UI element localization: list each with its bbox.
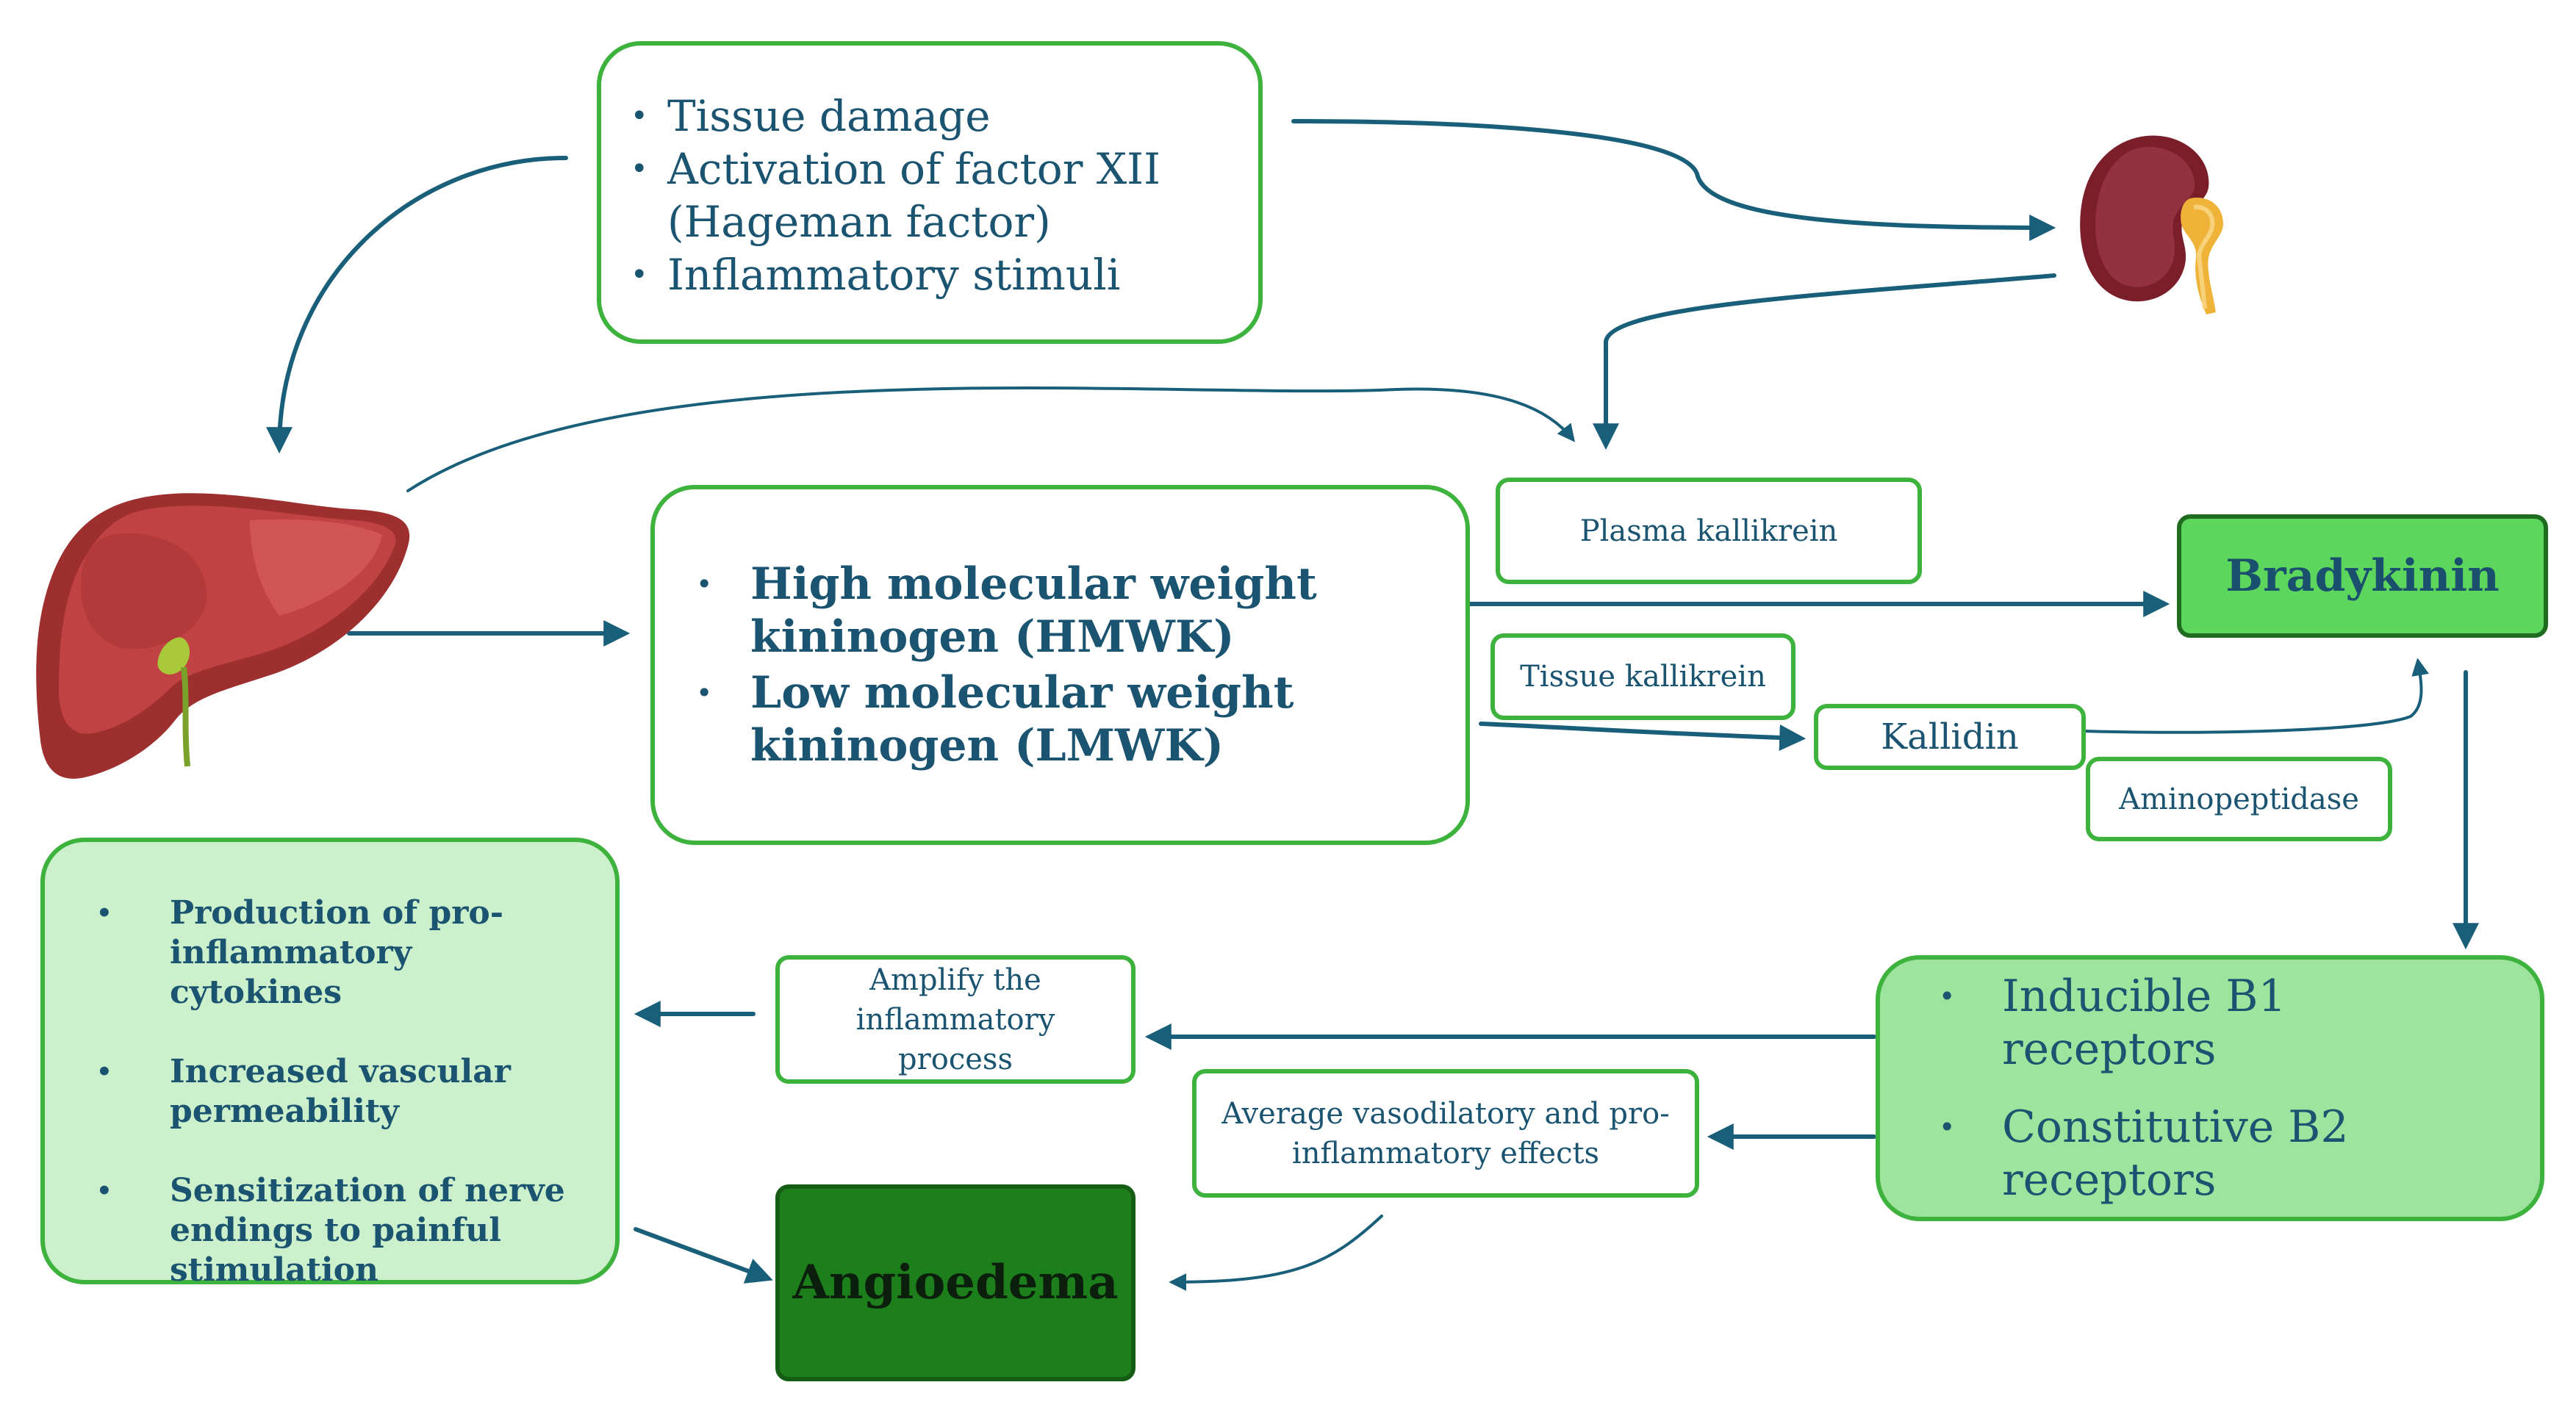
triggers-list: Tissue damage Activation of factor XII (… (631, 90, 1229, 301)
arrow-vasodilatory-to-angioedema (1169, 1215, 1383, 1291)
arrow-liver-to-plasma-kallikrein (406, 386, 1575, 492)
vasodilatory-label: Average vasodilatory and pro-inflammator… (1221, 1096, 1670, 1170)
plasma-kallikrein-box: Plasma kallikrein (1496, 478, 1922, 584)
kininogens-box: High molecular weight kininogen (HMWK) L… (650, 485, 1470, 845)
effects-list: Production of pro-inflammatory cytokines… (67, 893, 593, 1290)
kallidin-box: Kallidin (1814, 704, 2086, 770)
trigger-item: Activation of factor XII (Hageman factor… (631, 143, 1229, 248)
liver-icon (36, 493, 410, 779)
kininogen-item: High molecular weight kininogen (HMWK) (687, 558, 1436, 663)
aminopeptidase-label: Aminopeptidase (2119, 782, 2359, 816)
triggers-box: Tissue damage Activation of factor XII (… (597, 41, 1263, 344)
receptors-box: Inducible B1 receptors Constitutive B2 r… (1876, 955, 2544, 1221)
vasodilatory-box: Average vasodilatory and pro-inflammator… (1192, 1069, 1699, 1198)
tissue-kallikrein-label: Tissue kallikrein (1520, 660, 1766, 694)
effects-box: Production of pro-inflammatory cytokines… (40, 838, 620, 1289)
amplify-label: Amplify the inflammatory process (855, 963, 1055, 1076)
bradykinin-label: Bradykinin (2225, 550, 2500, 602)
kininogens-list: High molecular weight kininogen (HMWK) L… (687, 555, 1436, 775)
arrow-kidney-to-plasma-kallikrein (1593, 273, 2056, 450)
plasma-kallikrein-label: Plasma kallikrein (1579, 514, 1838, 548)
effect-item: Sensitization of nerve endings to painfu… (67, 1171, 593, 1290)
arrow-triggers-to-kidney (1291, 119, 2056, 241)
amplify-box: Amplify the inflammatory process (775, 955, 1135, 1084)
aminopeptidase-box: Aminopeptidase (2086, 757, 2392, 841)
receptors-list: Inducible B1 receptors Constitutive B2 r… (1909, 945, 2511, 1231)
arrow-effects-to-angioedema (634, 1227, 773, 1284)
angioedema-label: Angioedema (792, 1255, 1119, 1310)
trigger-item: Inflammatory stimuli (631, 248, 1229, 301)
kallidin-label: Kallidin (1881, 716, 2019, 758)
receptor-item: Constitutive B2 receptors (1909, 1101, 2511, 1206)
tissue-kallikrein-box: Tissue kallikrein (1490, 633, 1795, 720)
receptor-item: Inducible B1 receptors (1909, 970, 2511, 1076)
arrow-kallidin-to-bradykinin (2082, 658, 2429, 734)
arrow-triggers-to-liver (266, 156, 568, 454)
kidney-icon (2080, 135, 2223, 314)
trigger-item: Tissue damage (631, 90, 1229, 143)
angioedema-box: Angioedema (775, 1184, 1135, 1381)
kininogen-item: Low molecular weight kininogen (LMWK) (687, 666, 1436, 772)
arrow-kininogens-to-kallidin (1479, 722, 1807, 751)
effect-item: Production of pro-inflammatory cytokines (67, 893, 593, 1012)
bradykinin-box: Bradykinin (2177, 514, 2548, 638)
effect-item: Increased vascular permeability (67, 1052, 593, 1132)
